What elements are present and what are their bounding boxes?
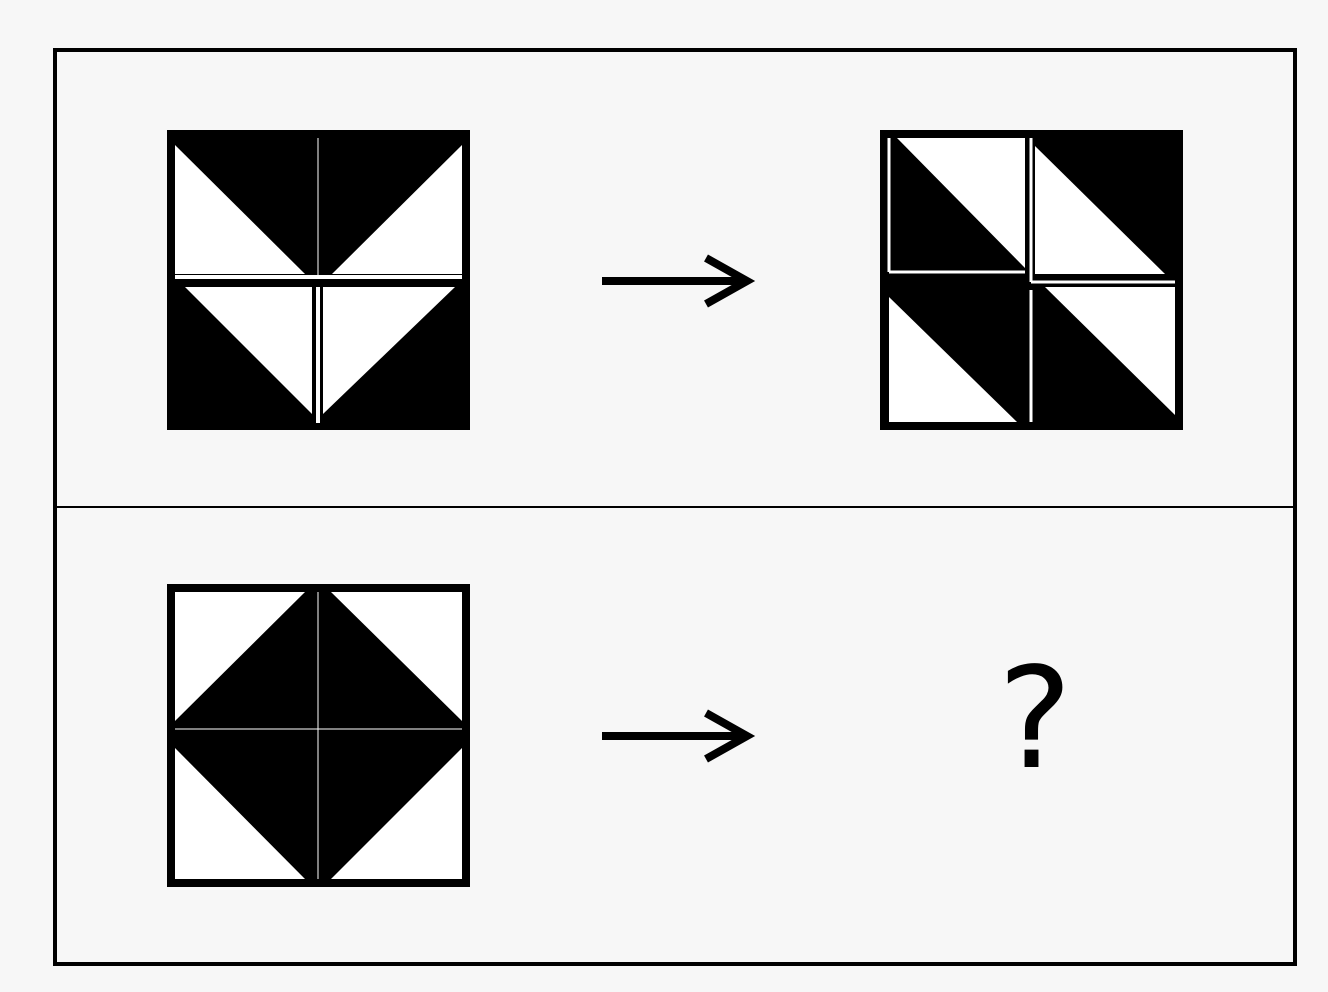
figure-bottom-left bbox=[167, 584, 470, 887]
tl-cell-1-white-triangle bbox=[175, 145, 305, 274]
tr-cell-4-white-triangle bbox=[1045, 287, 1175, 415]
tl-cell-2-white-triangle bbox=[332, 145, 462, 274]
right-arrow-icon bbox=[602, 709, 756, 763]
bl-cell-3-white-triangle bbox=[175, 748, 305, 879]
figure-top-left bbox=[167, 130, 470, 430]
tr-cell-1-white-triangle bbox=[897, 138, 1025, 268]
bl-cell-4-white-triangle bbox=[331, 748, 462, 879]
tl-cell-4-white-triangle bbox=[323, 287, 455, 414]
tr-cell-3-white-triangle bbox=[889, 297, 1017, 422]
figure-top-right bbox=[880, 130, 1183, 430]
tl-cell-3-white-triangle bbox=[185, 287, 312, 414]
question-mark: ? bbox=[997, 638, 1073, 801]
bl-cell-1-white-triangle bbox=[175, 592, 305, 721]
right-arrow-icon bbox=[602, 254, 756, 308]
tr-cell-2-white-triangle bbox=[1035, 146, 1165, 274]
bl-cell-2-white-triangle bbox=[331, 592, 462, 721]
